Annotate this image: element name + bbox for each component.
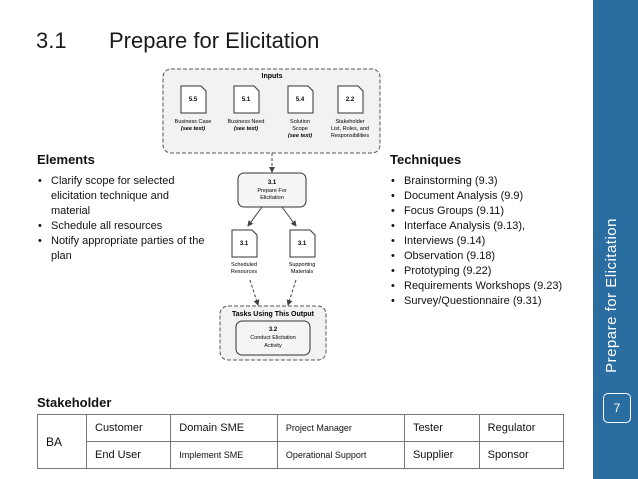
input-number: 5.5 <box>189 97 198 103</box>
list-item: Interviews (9.14) <box>390 234 590 249</box>
section-number: 3.1 <box>36 28 67 53</box>
input-label: Responsibilities <box>331 133 369 139</box>
page-number-badge: 7 <box>603 393 631 423</box>
flow-arrow <box>286 279 297 306</box>
downstream-label: Activity <box>264 343 282 349</box>
input-label: (see text) <box>234 126 258 132</box>
list-item: Brainstorming (9.3) <box>390 174 590 189</box>
input-document: 5.5 Business Case (see text) <box>175 85 212 132</box>
group-cell: BA <box>37 414 87 469</box>
downstream-label: Conduct Elicitation <box>250 335 296 341</box>
list-item: Observation (9.18) <box>390 249 590 264</box>
output-label: Supporting <box>289 262 316 268</box>
list-item: Requirements Workshops (9.23) <box>390 279 590 294</box>
input-label: (see text) <box>181 126 205 132</box>
output-label: Scheduled <box>231 262 257 268</box>
output-document: 3.1 Scheduled Resources <box>231 229 258 275</box>
table-row: End User Implement SME Operational Suppo… <box>38 441 565 469</box>
input-label: Scope <box>292 126 308 132</box>
output-label: Resources <box>231 269 258 275</box>
table-cell: Project Manager <box>276 414 405 442</box>
list-item: Survey/Questionnaire (9.31) <box>390 294 590 309</box>
table-cell: End User <box>85 441 172 469</box>
list-item: Interface Analysis (9.13), <box>390 219 590 234</box>
output-number: 3.1 <box>298 241 307 247</box>
task-number: 3.1 <box>268 180 277 186</box>
table-cell: Regulator <box>478 414 565 442</box>
task-label: Prepare For <box>257 188 287 194</box>
input-document: 5.4 Solution Scope (see text) <box>287 85 314 139</box>
tasks-using-label: Tasks Using This Output <box>232 311 315 318</box>
flow-arrow <box>249 279 260 306</box>
list-item: Prototyping (9.22) <box>390 264 590 279</box>
table-cell: Supplier <box>403 441 480 469</box>
table-row: BA Customer Domain SME Project Manager T… <box>37 414 565 469</box>
elements-list: Clarify scope for selected elicitation t… <box>37 174 207 264</box>
input-label: Solution <box>290 119 310 125</box>
input-label: List, Roles, and <box>331 126 369 132</box>
input-label: Stakeholder <box>335 119 365 125</box>
input-document: 2.2 Stakeholder List, Roles, and Respons… <box>331 85 369 139</box>
inputs-frame <box>162 68 381 154</box>
input-number: 5.1 <box>242 97 251 103</box>
list-item: Schedule all resources <box>37 219 207 234</box>
input-label: Business Need <box>228 119 265 125</box>
table-cell: Sponsor <box>478 441 565 469</box>
elements-heading: Elements <box>37 152 95 167</box>
input-number: 2.2 <box>346 97 355 103</box>
techniques-heading: Techniques <box>390 152 462 167</box>
downstream-number: 3.2 <box>269 327 278 333</box>
task-box <box>237 172 307 208</box>
sidebar-title-text: Prepare for Elicitation <box>603 218 620 373</box>
input-label: Business Case <box>175 119 212 125</box>
downstream-task-box <box>235 320 311 356</box>
flow-arrow <box>281 206 297 227</box>
process-diagram: Inputs 5.5 Business Case (see text) 5.1 … <box>162 68 381 361</box>
page-title: 3.1 Prepare for Elicitation <box>36 28 319 54</box>
sidebar-title: Prepare for Elicitation <box>600 218 630 373</box>
title-text: Prepare for Elicitation <box>109 28 320 53</box>
output-document: 3.1 Supporting Materials <box>289 229 316 275</box>
input-document: 5.1 Business Need (see text) <box>228 85 265 132</box>
techniques-list: Brainstorming (9.3) Document Analysis (9… <box>390 174 590 309</box>
list-item: Focus Groups (9.11) <box>390 204 590 219</box>
stakeholder-heading: Stakeholder <box>37 395 112 410</box>
output-label: Materials <box>291 269 314 275</box>
list-item: Clarify scope for selected elicitation t… <box>37 174 207 219</box>
table-cell: Operational Support <box>276 441 405 469</box>
table-cell: Customer <box>85 414 172 442</box>
task-label: Elicitation <box>260 195 284 201</box>
output-number: 3.1 <box>240 241 249 247</box>
stakeholder-table: BA Customer Domain SME Project Manager T… <box>37 414 565 469</box>
flow-arrow <box>247 206 263 227</box>
input-label: (see text) <box>288 133 312 139</box>
table-cell: Domain SME <box>170 414 278 442</box>
list-item: Notify appropriate parties of the plan <box>37 234 207 264</box>
list-item: Document Analysis (9.9) <box>390 189 590 204</box>
table-cell: Tester <box>403 414 480 442</box>
inputs-label: Inputs <box>262 73 283 80</box>
input-number: 5.4 <box>296 97 305 103</box>
table-cell: Implement SME <box>170 441 278 469</box>
